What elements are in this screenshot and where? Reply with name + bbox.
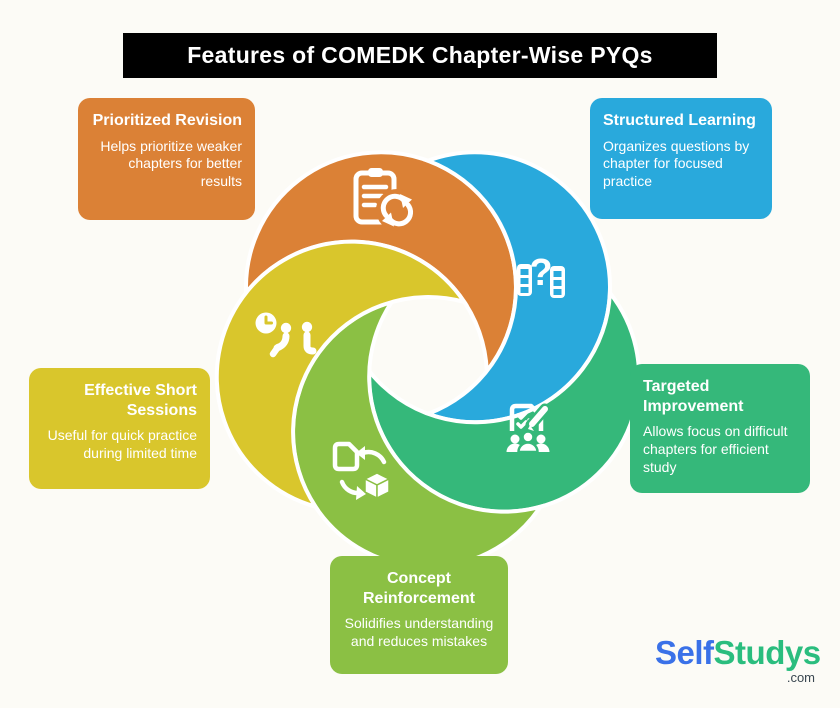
logo-self-text: Self xyxy=(655,634,714,671)
card-heading: Targeted Improvement xyxy=(643,378,744,415)
card-effective-short-sessions: Effective Short Sessions Useful for quic… xyxy=(29,368,210,489)
card-body: Useful for quick practice during limited… xyxy=(47,427,197,461)
logo-com-text: .com xyxy=(786,670,815,685)
card-concept-reinforcement: Concept Reinforcement Solidifies underst… xyxy=(330,556,508,674)
page-title: Features of COMEDK Chapter-Wise PYQs xyxy=(123,33,717,78)
card-body: Solidifies understanding and reduces mis… xyxy=(344,615,494,649)
card-body: Helps prioritize weaker chapters for bet… xyxy=(100,137,242,190)
card-heading: Prioritized Revision xyxy=(92,112,242,129)
selfstudys-logo: SelfStudys .com xyxy=(655,634,821,685)
card-targeted-improvement: Targeted Improvement Allows focus on dif… xyxy=(630,364,810,493)
card-heading: Effective Short Sessions xyxy=(84,382,197,419)
card-heading: Structured Learning xyxy=(603,112,756,129)
petal-yellow xyxy=(214,239,469,511)
question-lists-icon: ? xyxy=(517,252,565,298)
card-body: Organizes questions by chapter for focus… xyxy=(603,137,750,190)
card-structured-learning: Structured Learning Organizes questions … xyxy=(590,98,772,219)
logo-wordmark: SelfStudys xyxy=(655,634,821,671)
pinwheel-petals xyxy=(214,150,642,570)
document-cube-sync-icon xyxy=(332,441,390,500)
card-heading: Concept Reinforcement xyxy=(362,570,476,607)
svg-text:?: ? xyxy=(529,252,552,294)
logo-studys-text: Studys xyxy=(713,634,822,671)
clock-people-icon xyxy=(255,312,317,358)
clipboard-sync-icon xyxy=(353,168,418,231)
checklist-people-icon xyxy=(506,403,551,454)
card-prioritized-revision: Prioritized Revision Helps prioritize we… xyxy=(78,98,255,220)
card-body: Allows focus on difficult chapters for e… xyxy=(643,423,788,475)
